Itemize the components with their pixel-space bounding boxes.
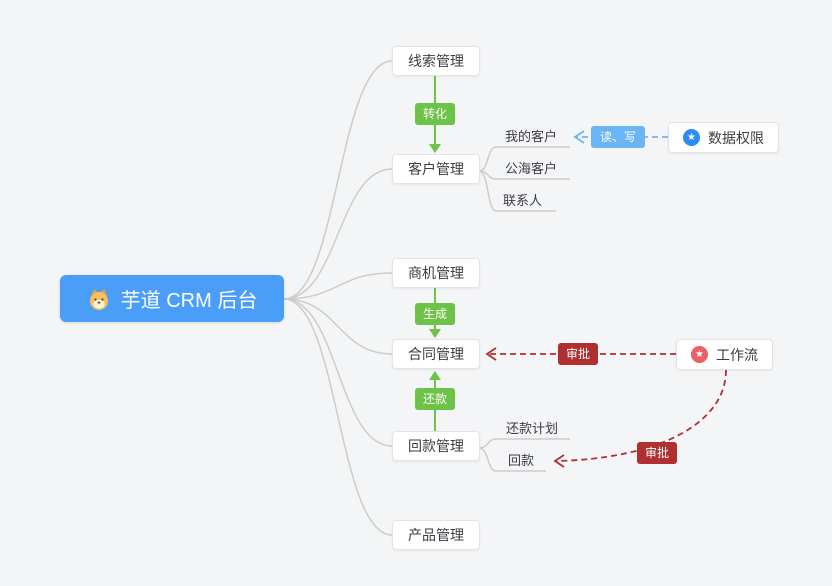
badge-repay: 还款 [415,388,455,410]
leaf-my-customers[interactable]: 我的客户 [505,129,558,144]
link-central-to-business [283,272,393,300]
node-business-management[interactable]: 商机管理 [392,258,480,288]
node-receivable-management[interactable]: 回款管理 [392,431,480,461]
link-customer-to-contacts [478,170,497,212]
link-central-to-customer [283,168,393,300]
star-icon [683,129,700,146]
permission-arrowhead [573,130,585,144]
central-node-label: 芋道 CRM 后台 [120,290,258,312]
leaf-public-sea[interactable]: 公海客户 [505,161,558,176]
link-central-to-receivable [283,298,393,447]
node-product-management[interactable]: 产品管理 [392,520,480,550]
node-workflow[interactable]: 工作流 [676,339,773,370]
link-customer-to-my-customers [478,146,497,172]
link-central-to-leads [283,60,393,300]
star-icon [691,346,708,363]
approve-receivable-dashed-curve [555,369,727,462]
node-contract-management[interactable]: 合同管理 [392,339,480,369]
badge-approve-receivable: 审批 [637,442,677,464]
badge-generate: 生成 [415,303,455,325]
approve-contract-arrowhead [485,347,497,361]
central-node-crm-backend[interactable]: 芋道 CRM 后台 [60,275,284,322]
data-permission-label: 数据权限 [708,129,764,146]
dog-emoji-icon [89,288,108,310]
node-customer-management[interactable]: 客户管理 [392,154,480,184]
link-central-to-contract [283,298,393,355]
flow-repay-arrowhead [429,371,441,380]
link-receivable-to-payment [478,447,497,472]
badge-convert: 转化 [415,103,455,125]
badge-read-write: 读、写 [591,126,645,148]
leaf-repay-plan[interactable]: 还款计划 [506,421,559,436]
badge-approve-contract: 审批 [558,343,598,365]
leaf-contacts[interactable]: 联系人 [503,193,543,208]
flow-generate-arrowhead [429,329,441,338]
workflow-label: 工作流 [716,346,758,363]
node-leads-management[interactable]: 线索管理 [392,46,480,76]
node-data-permission[interactable]: 数据权限 [668,122,779,153]
link-central-to-product [283,298,393,536]
link-receivable-to-plan [478,438,497,449]
leaf-payment[interactable]: 回款 [508,453,535,468]
flow-convert-arrowhead [429,144,441,153]
approve-receivable-arrowhead [553,454,565,468]
